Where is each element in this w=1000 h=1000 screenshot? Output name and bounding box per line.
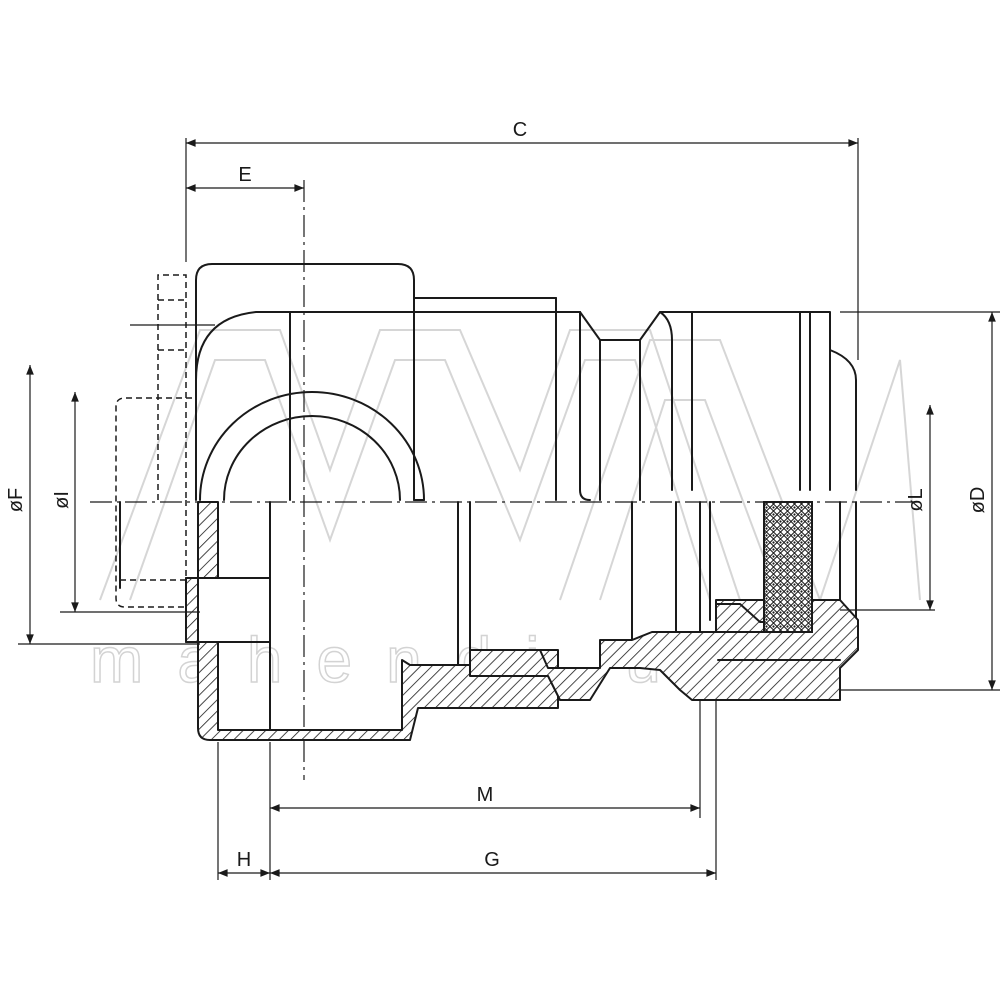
dim-c-label: C	[513, 119, 527, 141]
dim-m-label: M	[477, 784, 494, 806]
hidden-locknut	[115, 274, 215, 640]
dim-l-label: øL	[905, 488, 927, 511]
dim-d-label: øD	[967, 487, 989, 514]
gland-nut	[555, 311, 857, 501]
dim-i-label: øI	[51, 491, 73, 509]
elbow-body	[195, 263, 561, 501]
dim-h-label: H	[237, 849, 251, 871]
dimension-lines	[26, 139, 996, 877]
dim-f-label: øF	[5, 488, 27, 512]
extension-lines	[18, 138, 1000, 880]
dim-e-label: E	[238, 164, 251, 186]
body-section-hatch	[185, 501, 559, 741]
dim-g-label: G	[484, 849, 500, 871]
rubber-seal	[763, 501, 813, 633]
